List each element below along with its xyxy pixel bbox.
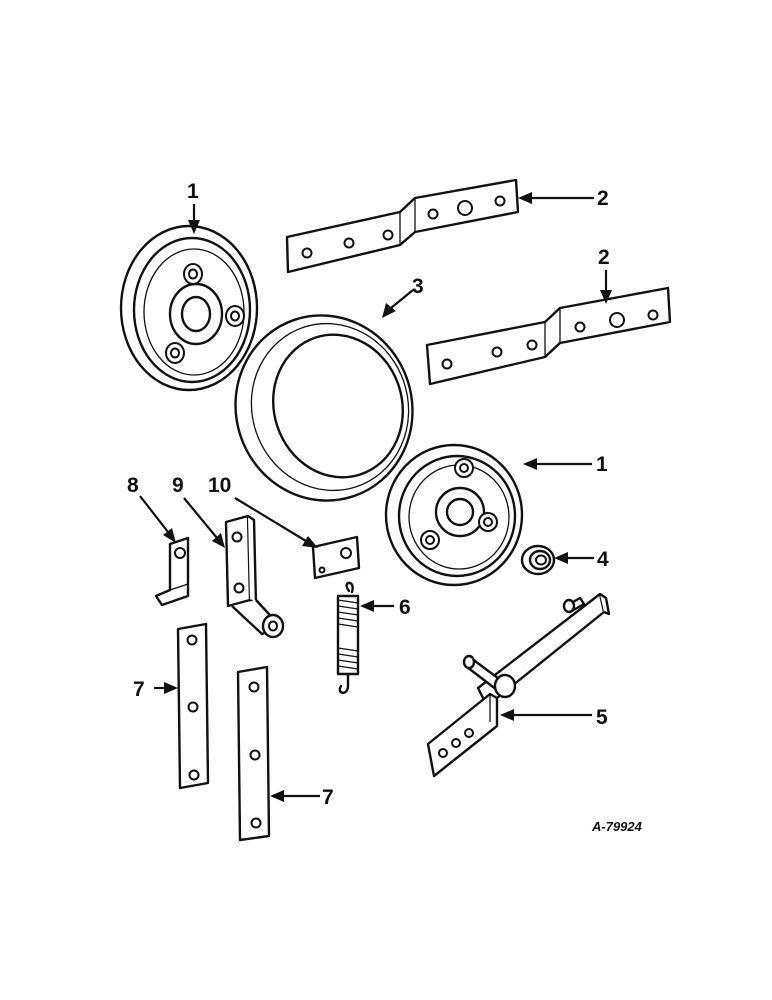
callout-2-bottom: 2 — [598, 246, 610, 269]
strap-part-7-left — [176, 622, 210, 790]
arm-part-5 — [426, 592, 611, 778]
callout-10: 10 — [208, 474, 231, 497]
callout-7-left: 7 — [133, 678, 145, 701]
callout-1-top: 1 — [187, 180, 199, 203]
callout-9: 9 — [172, 474, 184, 497]
plate-part-10 — [311, 535, 361, 580]
callout-2-top: 2 — [597, 187, 609, 210]
bar-part-2-upper — [285, 178, 520, 274]
bar-part-2-lower — [425, 286, 672, 386]
wheel-part-1-upper — [119, 224, 259, 392]
leader-lines — [139, 192, 612, 802]
spring-part-6 — [336, 581, 360, 694]
bracket-part-8 — [154, 536, 190, 607]
wheel-part-1-lower — [384, 443, 524, 587]
drawing-number: A-79924 — [591, 819, 643, 834]
callout-6: 6 — [399, 596, 411, 619]
callout-4: 4 — [597, 548, 609, 571]
bearing-part-4 — [520, 544, 556, 576]
bracket-part-9 — [224, 514, 285, 639]
callout-3: 3 — [412, 275, 424, 298]
callout-labels: 1 2 2 3 1 4 6 5 7 7 8 9 10 A-79924 — [127, 180, 643, 834]
callout-8: 8 — [127, 474, 139, 497]
strap-part-7-right — [236, 665, 271, 842]
tire-part-3 — [234, 314, 414, 502]
callout-5: 5 — [596, 706, 608, 729]
callout-7-right: 7 — [322, 786, 334, 809]
callout-1-right: 1 — [596, 453, 608, 476]
